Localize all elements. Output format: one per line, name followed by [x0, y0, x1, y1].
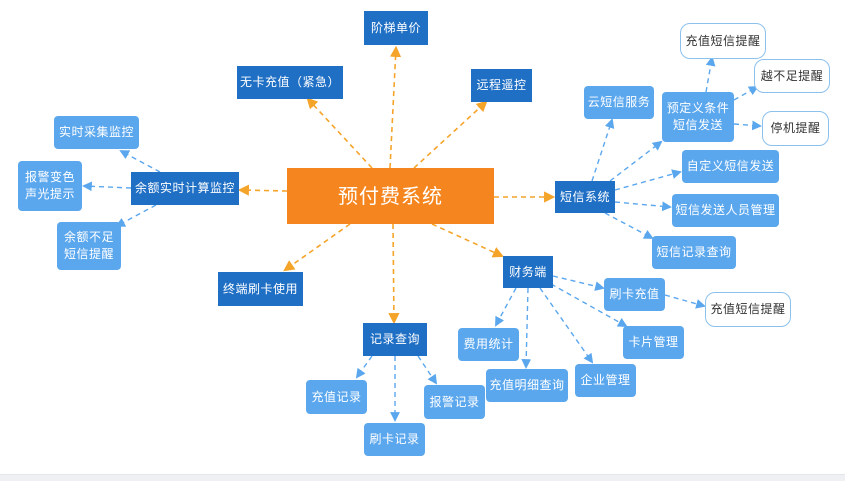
link-root-no-card — [306, 97, 373, 169]
node-fee-stats[interactable]: 费用统计 — [458, 328, 519, 361]
link-pre-recharge — [705, 56, 716, 93]
link-bm-collect — [119, 150, 161, 173]
node-terminal-card[interactable]: 终端刷卡使用 — [218, 272, 303, 306]
link-root-finance — [431, 223, 505, 258]
link-bm-alarm — [82, 181, 132, 192]
link-root-remote — [413, 100, 488, 169]
link-sms-custom — [614, 169, 682, 191]
node-record-query[interactable]: 记录查询 — [363, 323, 427, 356]
node-company-mgmt[interactable]: 企业管理 — [575, 364, 636, 397]
node-over-limit[interactable]: 越不足提醒 — [754, 59, 830, 93]
link-root-balance-monitor — [237, 184, 288, 196]
node-card-recharge[interactable]: 刷卡充值 — [604, 278, 665, 311]
node-sms-system[interactable]: 短信系统 — [555, 181, 615, 213]
node-finance[interactable]: 财务端 — [503, 256, 553, 288]
link-root-terminal — [283, 223, 351, 272]
node-card-mgmt[interactable]: 卡片管理 — [623, 326, 684, 359]
bottom-divider — [0, 474, 845, 481]
node-stop-remind[interactable]: 停机提醒 — [762, 111, 829, 146]
link-pre-stop — [733, 120, 762, 131]
node-balance-monitor[interactable]: 余额实时计算监控 — [131, 172, 239, 205]
node-custom-sms[interactable]: 自定义短信发送 — [682, 150, 779, 183]
link-rq-recharge — [355, 355, 373, 379]
node-recharge-detail[interactable]: 充值明细查询 — [486, 369, 568, 402]
node-cloud-sms[interactable]: 云短信服务 — [584, 86, 654, 119]
link-rq-alarm — [417, 355, 438, 385]
link-sms-staff — [614, 201, 672, 212]
link-cardrecharge-sms — [664, 294, 706, 309]
link-fin-detail — [521, 287, 532, 369]
node-recharge-record[interactable]: 充值记录 — [306, 380, 367, 414]
node-alarm-record[interactable]: 报警记录 — [424, 385, 485, 419]
link-fin-cardrecharge — [552, 275, 605, 291]
node-realtime-collect[interactable]: 实时采集监控 — [54, 116, 139, 149]
link-pre-over — [733, 86, 759, 101]
node-alarm-color[interactable]: 报警变色 声光提示 — [18, 161, 82, 211]
link-bm-low — [115, 204, 157, 227]
node-remote-control[interactable]: 远程遥控 — [471, 69, 532, 102]
node-predefined-sms[interactable]: 预定义条件 短信发送 — [662, 92, 734, 142]
link-root-record — [388, 223, 400, 325]
link-root-tier-price — [389, 45, 402, 169]
node-card-record[interactable]: 刷卡记录 — [364, 423, 425, 456]
node-recharge-sms[interactable]: 充值短信提醒 — [680, 23, 766, 59]
link-fin-fee — [495, 287, 517, 327]
link-fin-company — [539, 287, 594, 364]
node-balance-low-sms[interactable]: 余额不足 短信提醒 — [57, 222, 121, 270]
node-sms-record[interactable]: 短信记录查询 — [652, 236, 736, 269]
node-tier-price[interactable]: 阶梯单价 — [364, 11, 428, 45]
link-sms-predefined — [609, 140, 663, 182]
node-recharge-sms-finance[interactable]: 充值短信提醒 — [705, 292, 791, 327]
node-no-card-recharge[interactable]: 无卡充值（紧急） — [237, 66, 343, 99]
node-root[interactable]: 预付费系统 — [287, 168, 494, 224]
link-sms-record — [604, 212, 654, 239]
link-sms-cloud — [591, 118, 615, 182]
node-sms-staff[interactable]: 短信发送人员管理 — [672, 194, 779, 227]
